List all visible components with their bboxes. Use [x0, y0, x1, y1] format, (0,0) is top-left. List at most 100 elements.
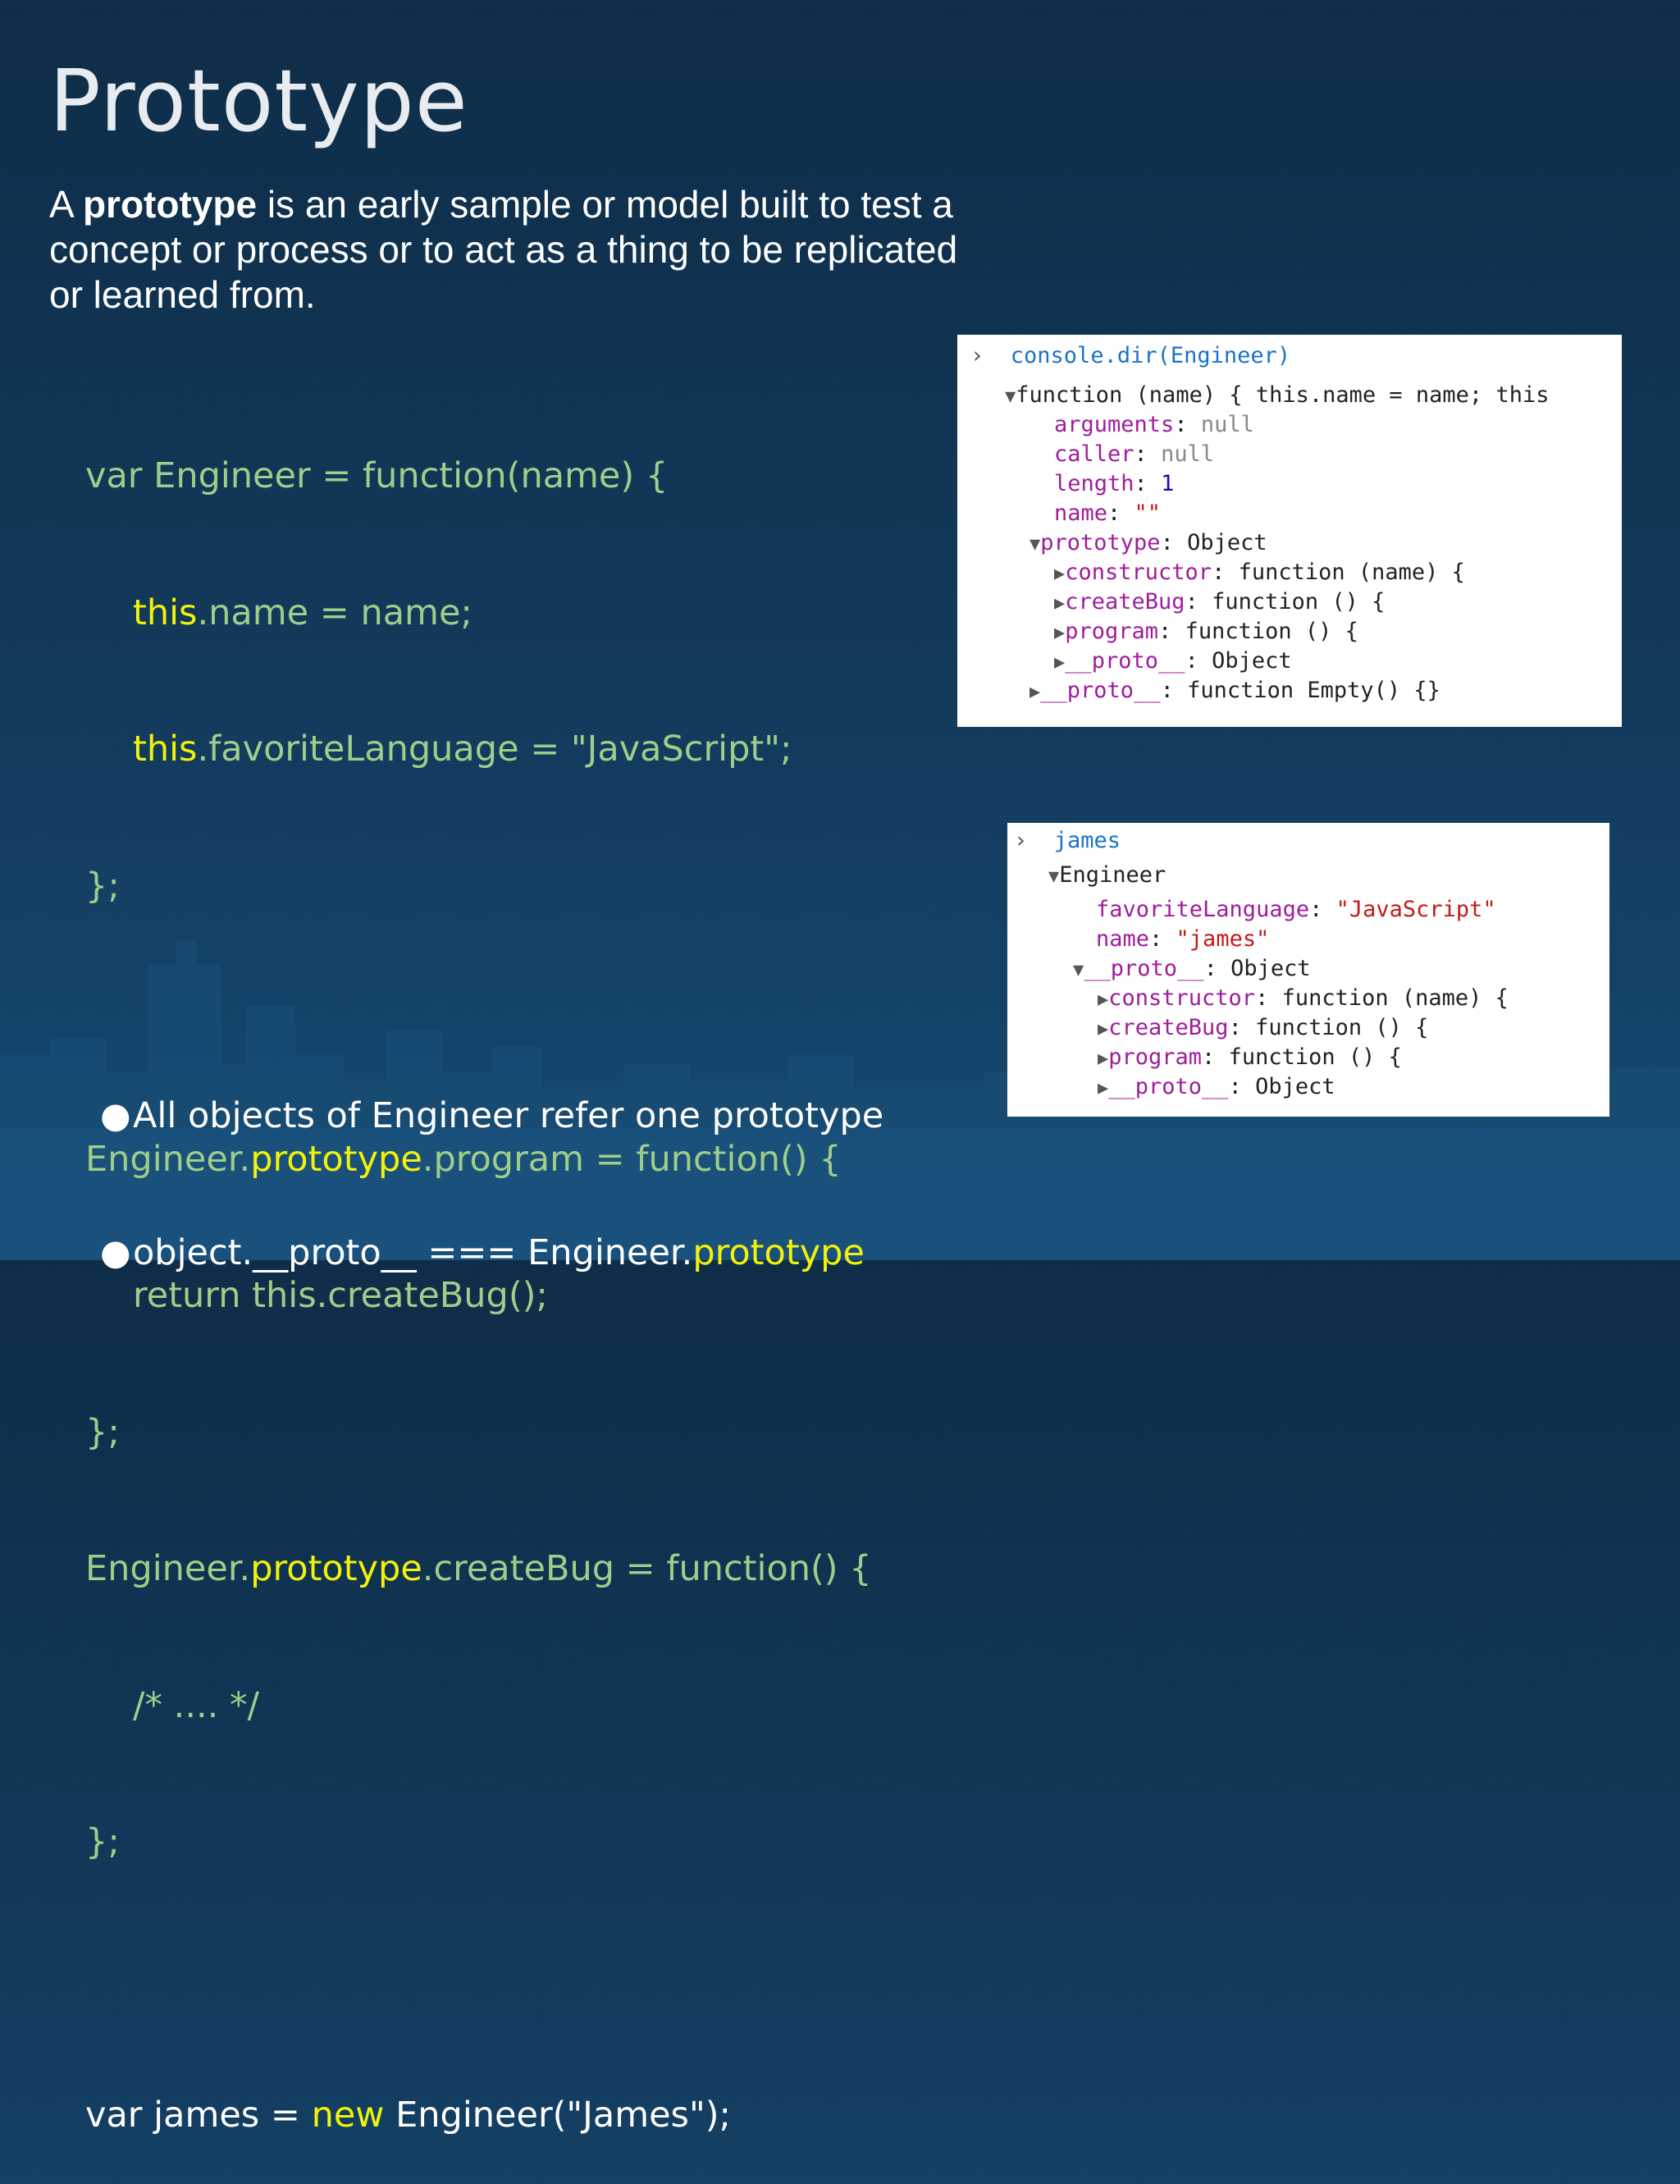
code-keyword: this — [133, 592, 198, 633]
code-line: Engineer.prototype.createBug = function(… — [85, 1547, 872, 1592]
property-value: function () { — [1228, 1044, 1402, 1070]
code-line: Engineer.prototype.program = function() … — [85, 1137, 872, 1183]
bullet-text: All objects of Engineer refer one protot… — [133, 1095, 884, 1136]
bullet-item: ●All objects of Engineer refer one proto… — [100, 1094, 883, 1140]
code-text: Engineer("James"); — [384, 2095, 731, 2136]
bullet-list: ●All objects of Engineer refer one proto… — [100, 1003, 883, 1322]
tree-row[interactable]: ▼Engineer — [1048, 861, 1166, 892]
property-key: name — [1096, 926, 1150, 952]
property-key: favoriteLanguage — [1096, 897, 1310, 922]
tree-row: arguments: null — [1054, 412, 1254, 437]
tree-row[interactable]: ▶program: function () { — [1098, 1044, 1402, 1070]
triangle-down-icon[interactable]: ▼ — [1029, 534, 1041, 555]
tree-row[interactable]: ▼prototype: Object — [1029, 530, 1267, 555]
bullet-dot-icon: ● — [100, 1095, 131, 1136]
code-text: }; — [85, 1411, 120, 1453]
property-key: constructor — [1065, 560, 1212, 585]
property-key: arguments — [1054, 412, 1175, 437]
property-key: __proto__ — [1084, 956, 1204, 981]
triangle-right-icon[interactable]: ▶ — [1098, 989, 1109, 1010]
code-line: }; — [85, 1820, 872, 1866]
console-input-line: › james — [1014, 826, 1121, 856]
code-text: .program = function() { — [422, 1138, 842, 1180]
property-key: __proto__ — [1065, 648, 1185, 674]
triangle-right-icon[interactable]: ▶ — [1054, 564, 1066, 584]
console-output-james: › james ▼Engineer favoriteLanguage: "Jav… — [1007, 823, 1609, 1117]
triangle-right-icon[interactable]: ▶ — [1054, 593, 1066, 614]
triangle-down-icon[interactable]: ▼ — [1005, 386, 1016, 407]
tree-row[interactable]: ▶__proto__: Object — [1054, 648, 1292, 674]
code-keyword: prototype — [250, 1548, 422, 1589]
tree-row: length: 1 — [1054, 471, 1175, 496]
code-text: }; — [85, 865, 120, 907]
bullet-text: object.__proto__ === Engineer. — [133, 1231, 693, 1273]
property-value: function Empty() {} — [1187, 678, 1440, 703]
code-line: }; — [85, 1410, 872, 1456]
property-key: __proto__ — [1108, 1074, 1229, 1099]
code-line: }; — [85, 864, 872, 910]
triangle-right-icon[interactable]: ▶ — [1054, 623, 1066, 643]
code-text: Engineer. — [85, 1138, 251, 1180]
property-value: Object — [1212, 648, 1292, 674]
property-value: Object — [1230, 956, 1311, 981]
triangle-right-icon[interactable]: ▶ — [1098, 1019, 1109, 1039]
tree-row[interactable]: ▶constructor: function (name) { — [1054, 560, 1465, 585]
property-value: null — [1200, 412, 1254, 437]
console-command: console.dir(Engineer) — [1010, 343, 1291, 368]
function-header: function (name) { this.name = name; this — [1016, 382, 1550, 408]
property-value: "james" — [1176, 926, 1270, 952]
property-value: Object — [1255, 1074, 1335, 1099]
triangle-right-icon[interactable]: ▶ — [1029, 682, 1041, 702]
tree-row[interactable]: ▶createBug: function () { — [1054, 589, 1386, 615]
intro-text-start: A — [49, 183, 83, 226]
code-line: var Engineer = function(name) { — [85, 454, 872, 500]
code-text: .name = name; — [197, 592, 472, 633]
code-text: .favoriteLanguage = "JavaScript"; — [197, 729, 792, 770]
console-command: james — [1053, 828, 1121, 853]
property-key: createBug — [1108, 1015, 1229, 1040]
triangle-right-icon[interactable]: ▶ — [1098, 1078, 1109, 1099]
property-key: constructor — [1108, 985, 1256, 1011]
bullet-item: ●object.__proto__ === Engineer.prototype — [100, 1231, 883, 1277]
triangle-right-icon[interactable]: ▶ — [1098, 1049, 1109, 1069]
code-line: /* .... */ — [85, 1684, 872, 1729]
tree-row[interactable]: ▶__proto__: function Empty() {} — [1029, 678, 1440, 703]
code-keyword: prototype — [250, 1138, 422, 1180]
skyline-background — [0, 940, 1680, 1260]
code-text: var james = — [85, 2095, 312, 2136]
property-key: caller — [1054, 441, 1134, 467]
prompt-chevron-icon: › — [1014, 828, 1028, 853]
tree-row[interactable]: ▶createBug: function () { — [1098, 1015, 1429, 1040]
property-value: function () { — [1255, 1015, 1429, 1040]
prompt-chevron-icon: › — [970, 343, 984, 368]
property-key: name — [1054, 500, 1108, 526]
property-key: program — [1108, 1044, 1203, 1070]
property-key: createBug — [1065, 589, 1185, 615]
intro-paragraph: A prototype is an early sample or model … — [49, 182, 984, 318]
property-key: program — [1065, 619, 1159, 644]
property-key: prototype — [1040, 530, 1161, 555]
code-comment: /* .... */ — [133, 1684, 259, 1726]
property-key: __proto__ — [1040, 678, 1161, 703]
code-line: this.favoriteLanguage = "JavaScript"; — [85, 727, 872, 773]
bullet-keyword: prototype — [692, 1231, 865, 1273]
tree-row: favoriteLanguage: "JavaScript" — [1096, 897, 1496, 922]
tree-row[interactable]: ▼__proto__: Object — [1073, 956, 1311, 981]
property-value: function () { — [1212, 589, 1386, 615]
tree-row[interactable]: ▶constructor: function (name) { — [1098, 985, 1509, 1011]
triangle-down-icon[interactable]: ▼ — [1073, 960, 1084, 980]
tree-row[interactable]: ▶program: function () { — [1054, 619, 1358, 644]
code-text: var Engineer = function(name) { — [85, 455, 669, 496]
bullet-dot-icon: ● — [100, 1231, 131, 1273]
property-value: function (name) { — [1238, 560, 1465, 585]
property-value: "JavaScript" — [1335, 897, 1496, 922]
code-line: var james = new Engineer("James"); — [85, 2093, 872, 2139]
tree-row[interactable]: ▼function (name) { this.name = name; thi… — [1005, 381, 1549, 412]
triangle-down-icon[interactable]: ▼ — [1048, 866, 1060, 887]
tree-row[interactable]: ▶__proto__: Object — [1098, 1074, 1335, 1099]
triangle-right-icon[interactable]: ▶ — [1054, 652, 1066, 673]
code-keyword: new — [311, 2095, 385, 2136]
slide-title: Prototype — [49, 51, 468, 151]
code-text: }; — [85, 1821, 120, 1862]
code-text: .createBug = function() { — [422, 1548, 872, 1589]
